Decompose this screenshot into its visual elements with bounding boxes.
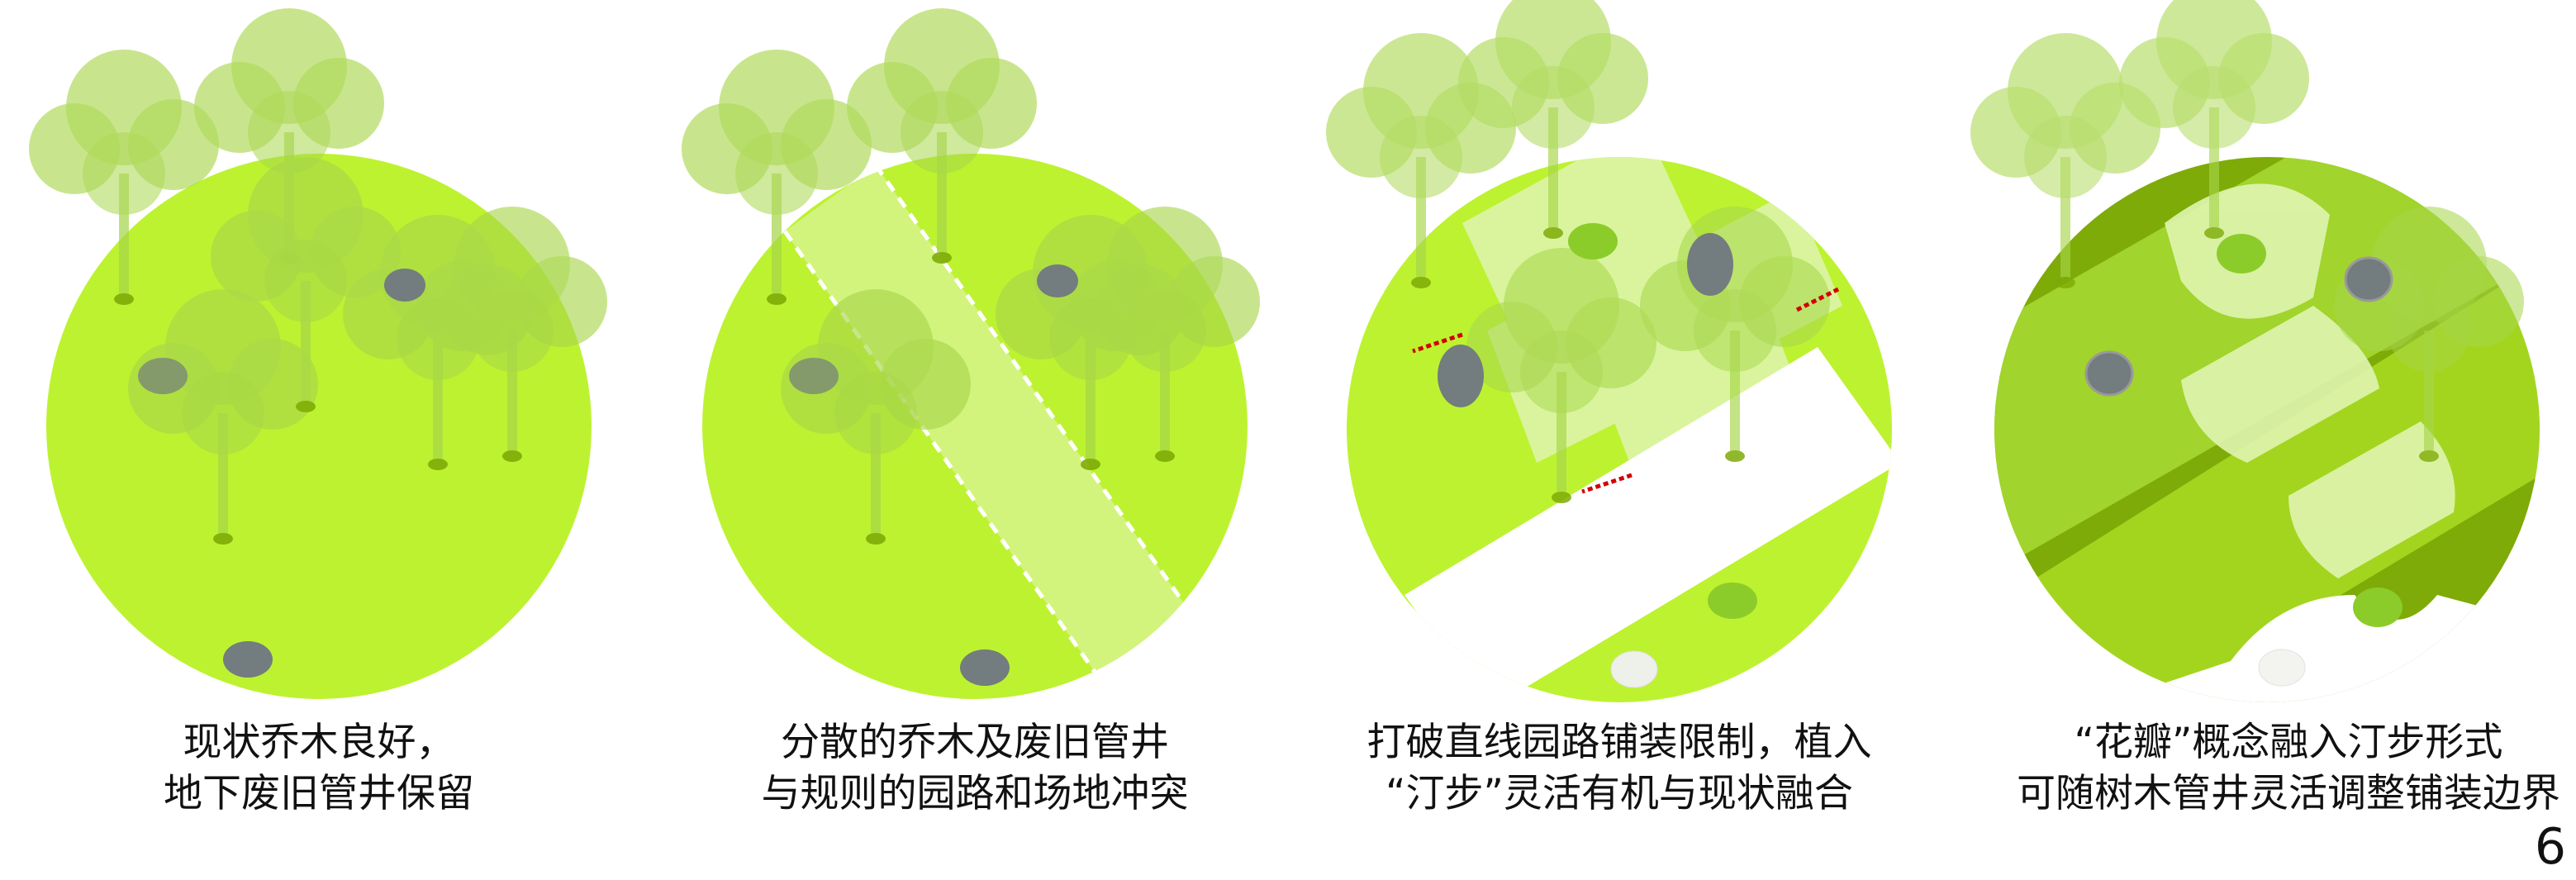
manhole-icon (789, 358, 839, 394)
caption-line: 地下废旧管井保留 (164, 771, 474, 816)
panel-3-caption: 打破直线园路铺装限制，植入 “汀步”灵活有机与现状融合 (1330, 717, 1908, 820)
manhole-icon (2344, 256, 2393, 302)
manhole-icon (960, 649, 1010, 686)
caption-line: 可随树木管井灵活调整铺装边界 (2017, 771, 2560, 816)
panel-1-diagram (29, 8, 607, 699)
caption-line: 与规则的园路和场地冲突 (761, 771, 1189, 816)
caption-line: “花瓣”概念融入汀步形式 (2074, 720, 2503, 765)
caption-line: 现状乔木良好， (183, 720, 455, 765)
manhole-icon (2258, 649, 2306, 687)
caption-line: “汀步”灵活有机与现状融合 (1385, 771, 1853, 816)
arrow-icon (1412, 287, 1840, 494)
page-number: 6 (2534, 818, 2566, 876)
manhole-icon (223, 641, 273, 678)
panel-1-caption: 现状乔木良好， 地下废旧管井保留 (30, 717, 608, 820)
panel-3-diagram (1326, 0, 1892, 702)
manhole-icon (138, 358, 188, 394)
panel-4-diagram (1970, 0, 2540, 702)
manhole-icon (1438, 345, 1484, 407)
manhole-icon (384, 269, 425, 302)
caption-line: 分散的乔木及废旧管井 (781, 720, 1169, 765)
panel-2-diagram (682, 8, 1260, 699)
panel-2-caption: 分散的乔木及废旧管井 与规则的园路和场地冲突 (686, 717, 1264, 820)
manhole-icon (1610, 650, 1658, 688)
panel-4-caption: “花瓣”概念融入汀步形式 可随树木管井灵活调整铺装边界 (1975, 717, 2576, 820)
manhole-icon (1687, 233, 1733, 296)
caption-line: 打破直线园路铺装限制，植入 (1366, 720, 1872, 765)
manhole-icon (2084, 350, 2134, 397)
manhole-icon (1037, 264, 1078, 297)
